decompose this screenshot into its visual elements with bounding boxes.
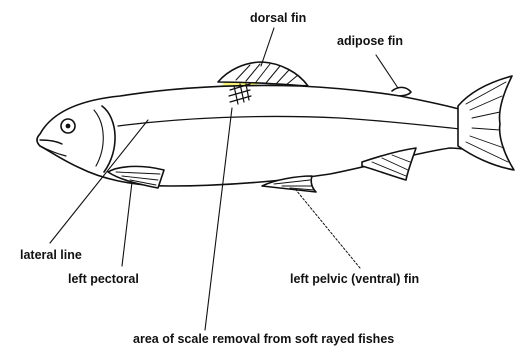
dorsal-fin-leader	[261, 28, 274, 66]
left-pectoral-leader	[122, 182, 132, 266]
left-pelvic-label: left pelvic (ventral) fin	[290, 273, 419, 286]
dorsal-fin-label: dorsal fin	[250, 12, 306, 25]
scale-area-label: area of scale removal from soft rayed fi…	[133, 333, 394, 346]
lateral-line-label: lateral line	[20, 249, 82, 262]
adipose-fin-label: adipose fin	[337, 35, 403, 48]
left-pectoral-label: left pectoral	[68, 273, 139, 286]
caudal-fin	[458, 76, 514, 170]
adipose-fin-leader	[376, 55, 398, 88]
dorsal-fin	[218, 62, 308, 86]
eye	[61, 119, 75, 133]
left-pelvic-leader	[296, 190, 360, 268]
